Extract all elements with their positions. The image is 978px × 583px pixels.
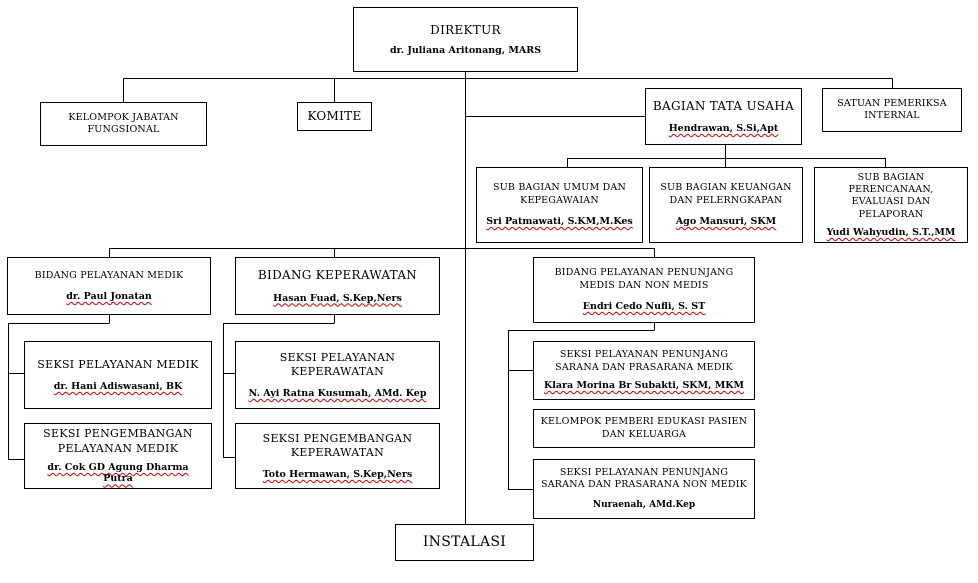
seksi-penunjang-non-medik-name: Nuraenah, AMd.Kep (592, 500, 696, 511)
bagian-tata-usaha-name: Hendrawan, S.Si,Apt (668, 123, 779, 135)
seksi-penunjang-non-medik-box: SEKSI PELAYANAN PENUNJANG SARANA DAN PRA… (533, 459, 755, 519)
seksi-pelayanan-keperawatan-title: SEKSI PELAYANAN KEPERAWATAN (279, 350, 396, 378)
seksi-pelayanan-medik-box: SEKSI PELAYANAN MEDIK dr. Hani Adiswasan… (24, 341, 212, 409)
kelompok-edukasi-title: KELOMPOK PEMBERI EDUKASI PASIEN DAN KELU… (540, 416, 748, 440)
direktur-box: DIREKTUR dr. Juliana Aritonang, MARS (353, 7, 578, 72)
seksi-pelayanan-keperawatan-name: N. Ayi Ratna Kusumah, AMd. Kep (248, 388, 427, 400)
bidang-pelayanan-medik-box: BIDANG PELAYANAN MEDIK dr. Paul Jonatan (7, 257, 211, 315)
bidang-keperawatan-name: Hasan Fuad, S.Kep,Ners (273, 292, 402, 304)
seksi-penunjang-medik-title: SEKSI PELAYANAN PENUNJANG SARANA DAN PRA… (555, 349, 733, 373)
instalasi-title: INSTALASI (422, 534, 507, 551)
komite-box: KOMITE (297, 102, 372, 131)
kelompok-jabatan-fungsional-box: KELOMPOK JABATAN FUNGSIONAL (40, 102, 207, 146)
kelompok-jabatan-fungsional-title: KELOMPOK JABATAN FUNGSIONAL (68, 111, 179, 135)
bidang-keperawatan-title: BIDANG KEPERAWATAN (257, 268, 418, 282)
bagian-tata-usaha-title: BAGIAN TATA USAHA (652, 98, 795, 113)
seksi-pengembangan-pelayanan-medik-box: SEKSI PENGEMBANGAN PELAYANAN MEDIK dr. C… (24, 423, 212, 489)
seksi-pengembangan-keperawatan-box: SEKSI PENGEMBANGAN KEPERAWATAN Toto Herm… (235, 423, 440, 489)
sub-bagian-umum-name: Sri Patmawati, S.KM,M.Kes (486, 216, 633, 228)
bidang-keperawatan-box: BIDANG KEPERAWATAN Hasan Fuad, S.Kep,Ner… (235, 257, 440, 315)
seksi-penunjang-medik-name: Klara Morina Br Subakti, SKM, MKM (544, 380, 744, 392)
direktur-title: DIREKTUR (430, 23, 501, 37)
seksi-pengembangan-keperawatan-title: SEKSI PENGEMBANGAN KEPERAWATAN (262, 431, 413, 459)
bidang-penunjang-box: BIDANG PELAYANAN PENUNJANG MEDIS DAN NON… (533, 257, 755, 323)
seksi-pelayanan-medik-name: dr. Hani Adiswasani, BK (53, 380, 183, 392)
seksi-pengembangan-pelayanan-medik-name: dr. Cok GD Agung Dharma Putra (47, 461, 189, 485)
seksi-pelayanan-keperawatan-box: SEKSI PELAYANAN KEPERAWATAN N. Ayi Ratna… (235, 341, 440, 409)
instalasi-box: INSTALASI (395, 524, 534, 561)
satuan-pemeriksa-internal-title: SATUAN PEMERIKSA INTERNAL (837, 97, 947, 121)
seksi-pengembangan-pelayanan-medik-title: SEKSI PENGEMBANGAN PELAYANAN MEDIK (43, 427, 193, 455)
sub-bagian-perencanaan-name: Yudi Wahyudin, S.T.,MM (826, 226, 956, 238)
bidang-penunjang-title: BIDANG PELAYANAN PENUNJANG MEDIS DAN NON… (554, 267, 734, 291)
seksi-pengembangan-keperawatan-name: Toto Hermawan, S.Kep,Ners (262, 469, 413, 481)
bagian-tata-usaha-box: BAGIAN TATA USAHA Hendrawan, S.Si,Apt (645, 88, 802, 145)
sub-bagian-perencanaan-title: SUB BAGIAN PERENCANAAN, EVALUASI DAN PEL… (848, 171, 934, 220)
bidang-penunjang-name: Endri Cedo Nufli, S. ST (582, 301, 706, 313)
seksi-penunjang-non-medik-title: SEKSI PELAYANAN PENUNJANG SARANA DAN PRA… (541, 466, 747, 491)
sub-bagian-keuangan-name: Ago Mansuri, SKM (675, 216, 777, 228)
sub-bagian-umum-title: SUB BAGIAN UMUM DAN KEPEGAWAIAN (493, 182, 626, 206)
bidang-pelayanan-medik-title: BIDANG PELAYANAN MEDIK (34, 269, 184, 281)
sub-bagian-keuangan-title: SUB BAGIAN KEUANGAN DAN PELERNGKAPAN (660, 182, 792, 206)
direktur-name: dr. Juliana Aritonang, MARS (389, 44, 542, 56)
komite-title: KOMITE (307, 108, 362, 123)
kelompok-edukasi-box: KELOMPOK PEMBERI EDUKASI PASIEN DAN KELU… (533, 409, 755, 448)
seksi-penunjang-medik-box: SEKSI PELAYANAN PENUNJANG SARANA DAN PRA… (533, 341, 755, 400)
sub-bagian-umum-box: SUB BAGIAN UMUM DAN KEPEGAWAIAN Sri Patm… (476, 167, 643, 243)
sub-bagian-perencanaan-box: SUB BAGIAN PERENCANAAN, EVALUASI DAN PEL… (814, 167, 968, 243)
seksi-pelayanan-medik-title: SEKSI PELAYANAN MEDIK (37, 357, 199, 371)
satuan-pemeriksa-internal-box: SATUAN PEMERIKSA INTERNAL (822, 88, 962, 132)
bidang-pelayanan-medik-name: dr. Paul Jonatan (66, 290, 152, 302)
sub-bagian-keuangan-box: SUB BAGIAN KEUANGAN DAN PELERNGKAPAN Ago… (649, 167, 803, 243)
